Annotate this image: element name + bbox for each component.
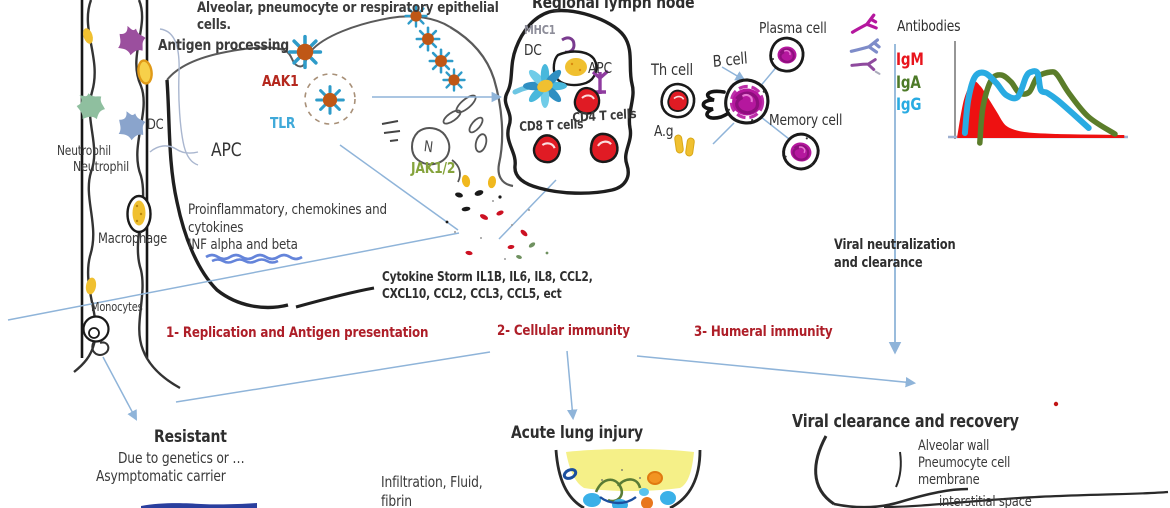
- yellow-ring-cell-icon: [137, 59, 153, 85]
- epithelial-caption: Alveolar, pneumocyte or respiratory epit…: [197, 0, 499, 33]
- lymph-node-title: Regional lymph node: [532, 0, 695, 13]
- clipped-text-bar: [141, 503, 257, 508]
- b-cell-icon: [701, 78, 770, 125]
- antibody-icon: [850, 58, 881, 75]
- connector-lines: [7, 44, 917, 421]
- label-antibodies: Antibodies: [897, 17, 961, 35]
- lymph-node: [503, 8, 635, 195]
- macrophage-icon: [126, 194, 152, 234]
- memory-cell-icon: [778, 128, 824, 175]
- label-neutrophil-1: Neutrophil: [57, 144, 111, 159]
- label-b-cell: B cell: [712, 48, 748, 71]
- arrow-bcell-label: [721, 66, 746, 82]
- virus-particles: [287, 4, 466, 125]
- scribble-underline: [205, 253, 303, 264]
- arrow-to-acute-lung-injury: [566, 350, 578, 421]
- label-macrophage: Macrophage: [98, 231, 168, 247]
- antibody-icon: [849, 38, 881, 54]
- purple-cell-icon: [114, 24, 149, 59]
- resistant-title: Resistant: [154, 427, 227, 447]
- epithelial-cell-outline: [165, 15, 514, 310]
- label-interstitial-space: interstitial space: [939, 494, 1032, 508]
- label-ag: A.g: [654, 122, 674, 140]
- recovery-notes: Alveolar wall Pneumocyte cell membrane: [918, 438, 1011, 489]
- label-iga: IgA: [896, 73, 921, 92]
- virus-icon: [287, 34, 323, 70]
- acute-lung-title: Acute lung injury: [511, 423, 643, 443]
- label-cytokine-storm: Cytokine Storm IL1B, IL6, IL8, CCL2, CXC…: [382, 270, 593, 302]
- th-cell-icon: [660, 82, 696, 119]
- nucleus-and-organelles: [381, 94, 488, 183]
- stage-2-label: 2- Cellular immunity: [497, 323, 630, 339]
- label-dc-node: DC: [524, 41, 542, 59]
- antibody-icons: [849, 13, 881, 75]
- resistant-line1: Due to genetics or …: [118, 449, 245, 467]
- endosome-dashed-circle: [304, 73, 356, 125]
- label-th-cell: Th cell: [651, 60, 693, 79]
- label-apc-node: APC: [588, 59, 612, 77]
- label-monocytes: Monocytes: [91, 300, 143, 314]
- acute-lung-sketch: [554, 449, 702, 508]
- recovery-title: Viral clearance and recovery: [792, 412, 1019, 432]
- label-neutrophil-2: Neutrophil: [73, 159, 130, 175]
- cytokine-dots: [445, 174, 549, 260]
- arrow-to-recovery: [636, 355, 917, 388]
- yellow-cell-icon: [83, 28, 93, 44]
- label-dc-vessel: DC: [147, 117, 164, 133]
- plasma-cell-icon: [769, 36, 805, 73]
- apc-cell-icon: [552, 50, 598, 87]
- label-aak1: AAK1: [262, 72, 299, 90]
- label-igm: IgM: [896, 50, 924, 69]
- label-memory-cell: Memory cell: [769, 111, 843, 129]
- yellow-cell-icon: [85, 277, 97, 295]
- virus-icon: [315, 85, 345, 115]
- tcr-claw-icon: [701, 89, 733, 120]
- brace-antigen-processing: [149, 28, 199, 166]
- stage-1-label: 1- Replication and Antigen presentation: [166, 325, 429, 341]
- label-mhc1: MHC1: [524, 23, 556, 37]
- virus-icon: [442, 68, 466, 92]
- apc-receptor-icon: [591, 69, 610, 94]
- resistant-line2: Asymptomatic carrier: [96, 467, 226, 485]
- virus-icon: [428, 48, 454, 74]
- label-apc: APC: [211, 139, 242, 161]
- antigen-icons: [674, 134, 695, 157]
- label-proinflammatory: Proinflammatory, chemokines and cytokine…: [188, 202, 387, 254]
- vessel-cells: [74, 24, 153, 343]
- label-plasma-cell: Plasma cell: [759, 19, 827, 37]
- cd4-t-cell-icon: [586, 129, 622, 166]
- antibody-level-chart: [948, 41, 1128, 146]
- label-tlr: TLR: [270, 114, 296, 132]
- arrow-to-resistant: [102, 356, 137, 421]
- label-igg: IgG: [896, 95, 922, 114]
- recovery-sketch: [814, 401, 1169, 508]
- label-jak: JAK1/2: [411, 159, 456, 177]
- stage-3-label: 3- Humeral immunity: [694, 324, 833, 340]
- monocyte-icon: [82, 315, 110, 343]
- antibody-icon: [850, 13, 878, 34]
- chart-series-IgG: [961, 68, 1092, 136]
- acute-lung-desc: Infiltration, Fluid, fibrin: [381, 473, 483, 508]
- dendritic-cell-icon: [512, 64, 567, 108]
- cd8-t-cell-icon: [530, 132, 564, 166]
- label-antigen-processing: Antigen processing: [158, 36, 289, 54]
- label-viral-neutralization: Viral neutralization and clearance: [834, 237, 956, 271]
